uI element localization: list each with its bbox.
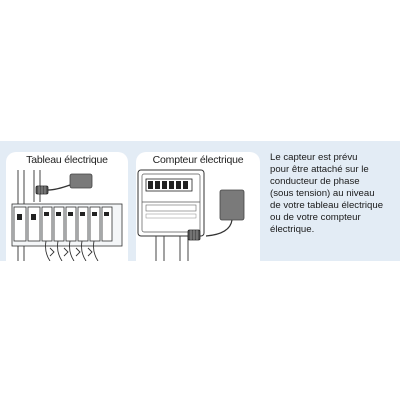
sensor-device-icon (35, 173, 93, 195)
electric-meter-illustration (137, 169, 245, 261)
meter-sensor-device-icon (187, 189, 245, 241)
electrical-board-illustration (11, 170, 123, 261)
board-lower-wires (45, 240, 99, 261)
meter-digit-cells (148, 181, 188, 189)
circuit-breakers (11, 203, 123, 247)
electric-meter-panel: Compteur électrique (136, 152, 260, 261)
electric-meter-label: Compteur électrique (152, 154, 244, 166)
breaker-switches (17, 212, 109, 220)
meter-cables (155, 236, 189, 261)
electrical-board-label: Tableau électrique (26, 154, 108, 166)
electrical-board-panel: Tableau électrique (6, 152, 128, 261)
sensor-description-text: Le capteur est prévu pour être attaché s… (270, 152, 384, 235)
